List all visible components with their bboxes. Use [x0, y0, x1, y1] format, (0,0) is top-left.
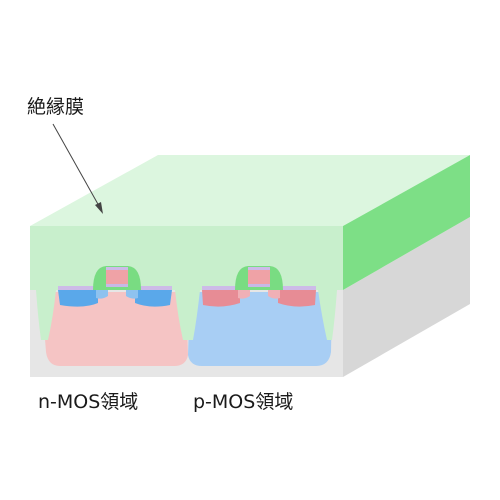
leader-arrow-line	[52, 123, 100, 207]
p-plus-drain	[278, 290, 316, 307]
p-mos-region-label: p-MOS領域	[193, 391, 294, 413]
p-plus-source	[202, 290, 240, 307]
p-gate-electrode	[248, 270, 270, 284]
insulating-film-label: 絶縁膜	[27, 96, 85, 118]
n-mos-region-label: n-MOS領域	[38, 391, 139, 413]
n-plus-drain	[135, 290, 172, 307]
n-ldd-right	[126, 288, 138, 299]
substrate-side-face	[343, 217, 470, 377]
n-gate-silicide	[106, 267, 128, 270]
p-drain-contact-film	[278, 286, 316, 290]
p-gate-silicide	[248, 267, 270, 270]
p-source-contact-film	[202, 286, 240, 290]
p-ldd-right	[268, 288, 280, 299]
p-ldd-left	[238, 288, 250, 299]
p-well	[42, 292, 188, 366]
insulating-film-front-face	[30, 226, 343, 340]
n-gate-electrode	[106, 270, 128, 284]
n-source-contact-film	[58, 286, 98, 290]
insulating-film-top-face	[30, 155, 470, 226]
insulating-film-side-face	[343, 155, 470, 290]
n-plus-source	[58, 290, 98, 307]
leader-arrow-head	[95, 202, 103, 214]
n-well	[188, 292, 332, 366]
n-drain-contact-film	[135, 286, 172, 290]
n-gate-oxide	[106, 284, 128, 287]
n-ldd-left	[96, 288, 108, 299]
p-gate-oxide	[248, 284, 270, 287]
